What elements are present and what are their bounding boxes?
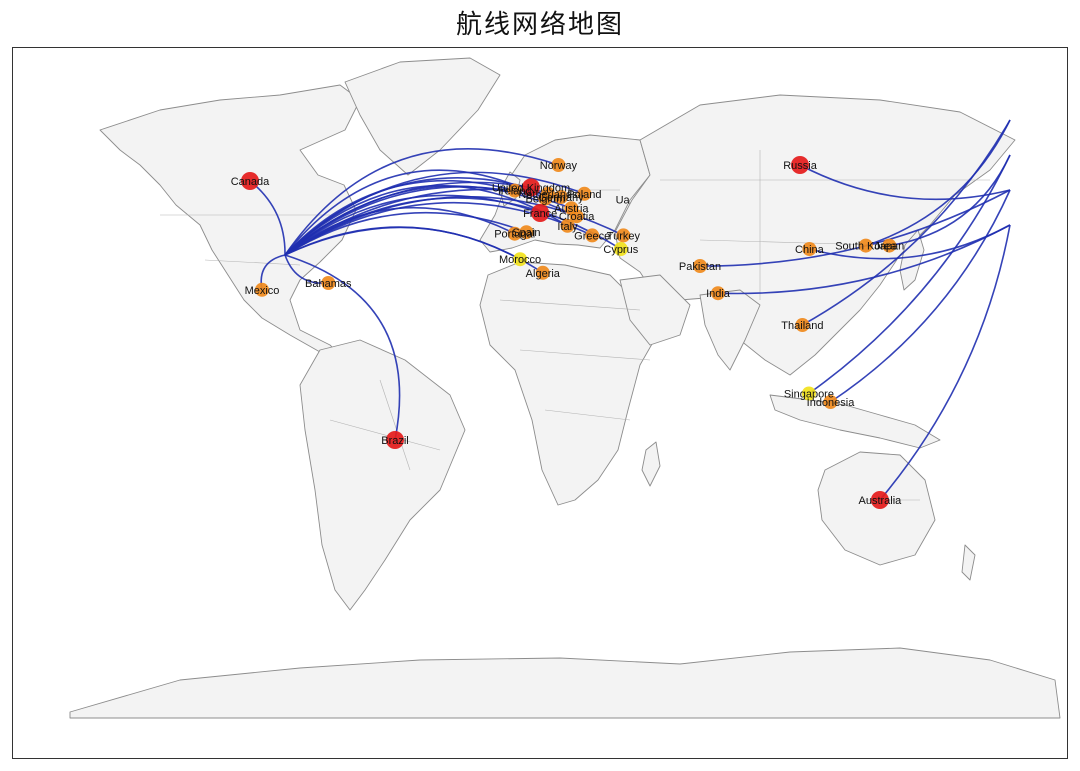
node-thailand[interactable] bbox=[795, 318, 810, 332]
node-united-kingdom[interactable] bbox=[522, 178, 540, 197]
label-turkey: Turkey bbox=[607, 230, 641, 242]
africa bbox=[479, 261, 661, 506]
new-zealand bbox=[961, 544, 976, 581]
node-russia[interactable] bbox=[791, 156, 809, 174]
route-norway bbox=[284, 148, 559, 256]
route-brazil bbox=[284, 254, 401, 441]
greenland bbox=[344, 57, 501, 176]
node-italy[interactable] bbox=[560, 218, 575, 233]
map-title: 航线网络地图 bbox=[455, 10, 624, 40]
node-pakistan[interactable] bbox=[693, 259, 707, 273]
node-turkey[interactable] bbox=[616, 228, 631, 243]
label-canada: Canada bbox=[231, 176, 270, 188]
india-peninsula bbox=[699, 289, 761, 371]
label-ireland: Ireland bbox=[498, 186, 532, 198]
label-thailand: Thailand bbox=[781, 320, 823, 332]
label-brazil: Brazil bbox=[381, 435, 409, 447]
label-germany: Germany bbox=[538, 192, 584, 204]
arabia bbox=[619, 274, 691, 346]
node-australia[interactable] bbox=[870, 491, 889, 509]
route-australia bbox=[879, 224, 1011, 501]
label-france: France bbox=[523, 208, 557, 220]
label-japan: Japan bbox=[874, 241, 904, 253]
node-spain[interactable] bbox=[519, 225, 534, 240]
label-united-kingdom: United Kingdom bbox=[492, 182, 570, 194]
label-greece: Greece bbox=[574, 230, 610, 242]
route-croatia bbox=[284, 185, 577, 256]
label-morocco: Morocco bbox=[499, 254, 541, 266]
node-ireland[interactable] bbox=[507, 183, 522, 198]
route-singapore bbox=[808, 154, 1011, 395]
label-cyprus: Cyprus bbox=[603, 244, 638, 256]
label-pakistan: Pakistan bbox=[679, 261, 721, 273]
route-indonesia bbox=[830, 189, 1011, 403]
label-south-korea: South Korea bbox=[835, 241, 897, 253]
node-cyprus[interactable] bbox=[613, 242, 628, 256]
label-china: China bbox=[795, 244, 825, 256]
label-belgium: Belgium bbox=[526, 194, 566, 206]
route-thailand bbox=[802, 119, 1011, 326]
node-morocco[interactable] bbox=[513, 252, 528, 267]
node-portugal[interactable] bbox=[507, 226, 522, 241]
route-cyprus bbox=[284, 197, 622, 256]
label-algeria: Algeria bbox=[526, 268, 561, 280]
node-bahamas[interactable] bbox=[321, 276, 336, 290]
label-singapore: Singapore bbox=[784, 389, 834, 401]
node-germany[interactable] bbox=[554, 190, 568, 204]
node-poland[interactable] bbox=[577, 186, 592, 201]
node-india[interactable] bbox=[711, 286, 725, 301]
node-belgium[interactable] bbox=[538, 191, 553, 206]
node-brazil[interactable] bbox=[386, 431, 404, 449]
south-america bbox=[299, 339, 466, 611]
label-partial: Ua bbox=[616, 194, 631, 206]
antarctica bbox=[69, 647, 1061, 719]
label-spain: Spain bbox=[512, 227, 540, 239]
se-asia-islands bbox=[769, 394, 941, 449]
madagascar bbox=[641, 441, 661, 487]
node-greece[interactable] bbox=[585, 228, 600, 243]
label-bahamas: Bahamas bbox=[305, 278, 352, 290]
node-japan[interactable] bbox=[882, 238, 897, 253]
label-austria: Austria bbox=[554, 203, 589, 215]
landmasses bbox=[69, 57, 1061, 719]
node-algeria[interactable] bbox=[535, 265, 550, 280]
label-australia: Australia bbox=[859, 495, 903, 507]
route-india bbox=[717, 224, 1011, 295]
country-borders bbox=[160, 150, 990, 501]
route-algeria bbox=[284, 226, 544, 274]
node-france[interactable] bbox=[531, 204, 550, 222]
node-indonesia[interactable] bbox=[823, 395, 838, 409]
label-poland: Poland bbox=[567, 189, 601, 201]
node-croatia[interactable] bbox=[569, 209, 584, 224]
node-canada[interactable] bbox=[241, 172, 259, 190]
label-russia: Russia bbox=[783, 160, 818, 172]
label-mexico: Mexico bbox=[245, 285, 280, 297]
label-india: India bbox=[706, 288, 731, 300]
node-south-korea[interactable] bbox=[858, 238, 873, 253]
node-china[interactable] bbox=[802, 242, 817, 256]
label-croatia: Croatia bbox=[559, 211, 595, 223]
node-mexico[interactable] bbox=[255, 282, 269, 297]
label-norway: Norway bbox=[540, 160, 578, 172]
australia-continent bbox=[817, 451, 936, 566]
route-italy bbox=[284, 184, 568, 256]
label-netherlands: Netherlands bbox=[518, 189, 578, 201]
route-south-korea bbox=[865, 119, 1011, 247]
airport-nodes bbox=[241, 156, 897, 509]
label-portugal: Portugal bbox=[494, 229, 535, 241]
node-singapore[interactable] bbox=[801, 386, 816, 401]
route-belgium bbox=[284, 169, 546, 256]
label-italy: Italy bbox=[557, 221, 578, 233]
label-indonesia: Indonesia bbox=[807, 397, 856, 409]
node-norway[interactable] bbox=[551, 158, 566, 172]
